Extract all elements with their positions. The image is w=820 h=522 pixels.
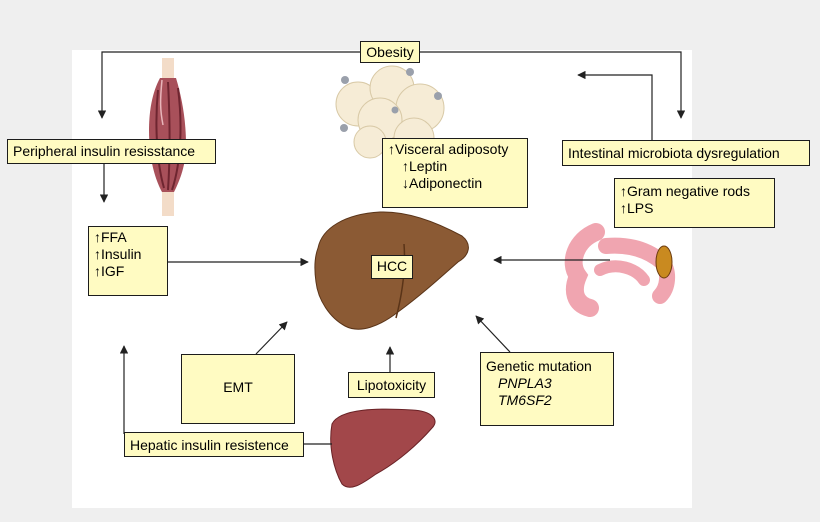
gram-line-1: ↑Gram negative rods	[620, 183, 750, 199]
ffa-box: ↑FFA ↑Insulin ↑IGF	[88, 226, 168, 296]
emt-box: EMT	[181, 354, 295, 424]
intestinal-label: Intestinal microbiota dysregulation	[568, 145, 780, 161]
gram-line-2: ↑LPS	[620, 200, 654, 216]
healthy-liver-image	[330, 408, 436, 488]
intestine-image	[564, 223, 675, 317]
obesity-label: Obesity	[366, 44, 414, 60]
visceral-line-3: ↓Adiponectin	[402, 175, 483, 191]
hepatic-insulin-label: Hepatic insulin resistence	[130, 437, 289, 453]
hcc-box: HCC	[371, 255, 413, 279]
ffa-line-1: ↑FFA	[94, 229, 127, 245]
genetic-mutation-box: Genetic mutation PNPLA3 TM6SF2	[480, 352, 614, 426]
obesity-box: Obesity	[360, 41, 420, 63]
genetic-mutation-title: Genetic mutation	[486, 358, 592, 374]
gene-pnpla3: PNPLA3	[498, 375, 552, 391]
peripheral-insulin-label: Peripheral insulin resisstance	[13, 143, 196, 159]
ffa-line-3: ↑IGF	[94, 263, 125, 279]
ffa-line-2: ↑Insulin	[94, 246, 142, 262]
emt-label: EMT	[223, 379, 253, 395]
hepatic-insulin-box: Hepatic insulin resistence	[124, 432, 304, 457]
visceral-line-1: ↑Visceral adiposoty	[388, 141, 509, 157]
visceral-line-2: ↑Leptin	[402, 158, 448, 174]
intestinal-box: Intestinal microbiota dysregulation	[562, 140, 810, 166]
lipotoxicity-box: Lipotoxicity	[348, 372, 435, 398]
peripheral-insulin-box: Peripheral insulin resisstance	[7, 139, 216, 164]
hcc-label: HCC	[376, 258, 408, 274]
visceral-box: ↑Visceral adiposoty ↑Leptin ↓Adiponectin	[382, 138, 528, 208]
lipotoxicity-label: Lipotoxicity	[356, 377, 427, 393]
gram-box: ↑Gram negative rods ↑LPS	[614, 178, 775, 228]
adipose-tissue-image	[335, 65, 445, 159]
gene-tm6sf2: TM6SF2	[498, 392, 552, 408]
